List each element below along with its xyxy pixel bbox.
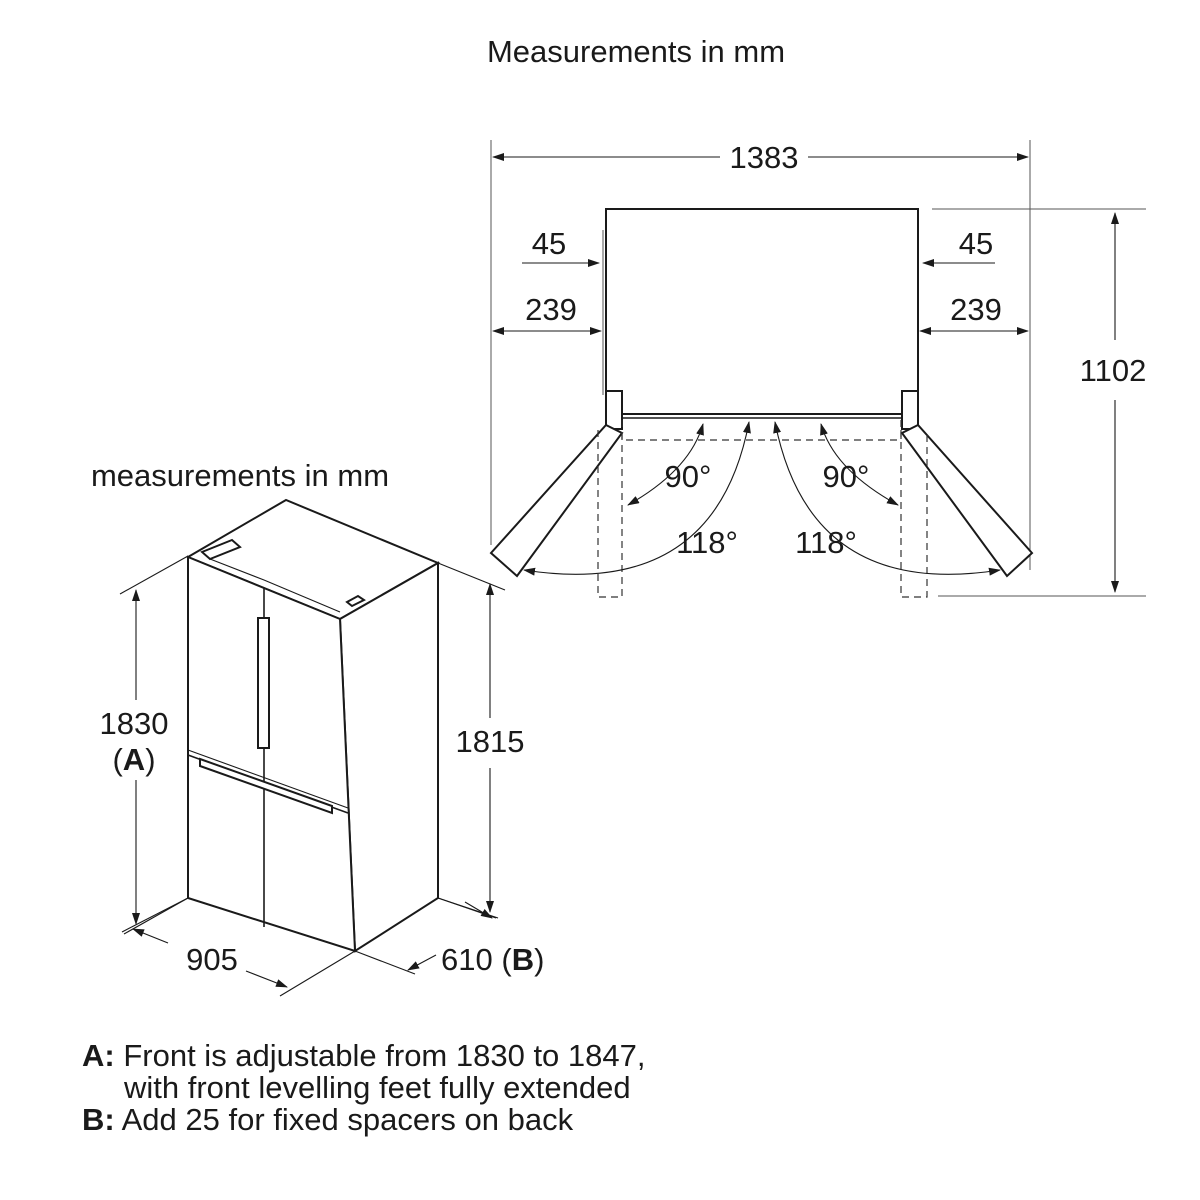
dimension-swing-right: 239 xyxy=(950,292,1002,327)
top-hinge-right xyxy=(345,594,366,608)
footnote-a: A: Front is adjustable from 1830 to 1847… xyxy=(82,1040,646,1072)
depth-ref-open: ( xyxy=(501,942,512,977)
depth-ref-close: ) xyxy=(534,942,544,977)
dimension-clearance-left: 45 xyxy=(532,226,566,261)
iso-view-title: measurements in mm xyxy=(91,458,389,493)
height-front-ref-close: ) xyxy=(145,742,155,777)
angle-90-right: 90° xyxy=(823,459,870,494)
door-left-open xyxy=(489,423,624,578)
dimension-depth: 610 (B) xyxy=(441,942,544,977)
top-door-edge xyxy=(209,558,341,613)
dimension-clearance-right: 45 xyxy=(959,226,993,261)
iso-view: measurements in mm 1830 (A) xyxy=(91,458,544,997)
footnotes: A: Front is adjustable from 1830 to 1847… xyxy=(82,1040,646,1136)
top-view: Measurements in mm 1383 45 45 239 239 90… xyxy=(487,34,1147,598)
arc-118-left xyxy=(523,421,751,576)
extension-line-depth-front xyxy=(354,950,416,975)
door-90-position xyxy=(621,420,902,441)
top-view-title: Measurements in mm xyxy=(487,34,785,69)
height-front-ref-open: ( xyxy=(112,742,123,777)
dimension-height-front-ref: (A) xyxy=(112,742,155,777)
footnote-a-key: A: xyxy=(82,1038,115,1073)
fridge-side-face xyxy=(338,561,439,953)
fridge-front-face xyxy=(187,555,357,953)
dimension-arrow-width xyxy=(132,928,169,944)
dimension-width: 905 xyxy=(186,942,238,977)
angle-118-right: 118° xyxy=(795,525,857,560)
door-split-horizontal-edge xyxy=(187,749,349,809)
extension-line-width-left xyxy=(123,897,189,935)
angle-118-left: 118° xyxy=(676,525,738,560)
door-right-open xyxy=(900,423,1034,578)
dimension-swing-left: 239 xyxy=(525,292,577,327)
dimension-total-depth: 1102 xyxy=(1080,353,1147,388)
depth-ref-key: B xyxy=(512,942,534,977)
dimension-height-rear: 1815 xyxy=(456,724,525,759)
dimension-arrow-depth xyxy=(464,901,493,919)
extension-line-height-top xyxy=(119,555,189,595)
dimension-arrow-depth xyxy=(407,954,437,971)
footnote-a-text: Front is adjustable from 1830 to 1847, xyxy=(123,1038,646,1073)
dimension-total-width: 1383 xyxy=(730,140,799,175)
hinge-right xyxy=(901,390,919,430)
footnote-b-text: Add 25 for fixed spacers on back xyxy=(121,1102,574,1137)
hinge-left xyxy=(605,390,623,430)
lower-door-handle xyxy=(199,757,333,815)
top-hinge-left xyxy=(200,538,242,561)
extension-line-width-right xyxy=(279,950,356,997)
arc-118-right xyxy=(773,421,1001,576)
height-front-ref-key: A xyxy=(123,742,145,777)
footnote-b-key: B: xyxy=(82,1102,115,1137)
dimension-arrow-width xyxy=(245,970,288,988)
footnote-b: B: Add 25 for fixed spacers on back xyxy=(82,1104,646,1136)
upper-door-handle xyxy=(257,617,270,749)
angle-90-left: 90° xyxy=(665,459,712,494)
dimension-height-front: 1830 xyxy=(100,706,169,741)
extension-line-rear-top xyxy=(437,562,506,591)
depth-value: 610 xyxy=(441,942,493,977)
footnote-a-continuation: with front levelling feet fully extended xyxy=(124,1070,631,1105)
fridge-body-top-view xyxy=(605,208,919,415)
